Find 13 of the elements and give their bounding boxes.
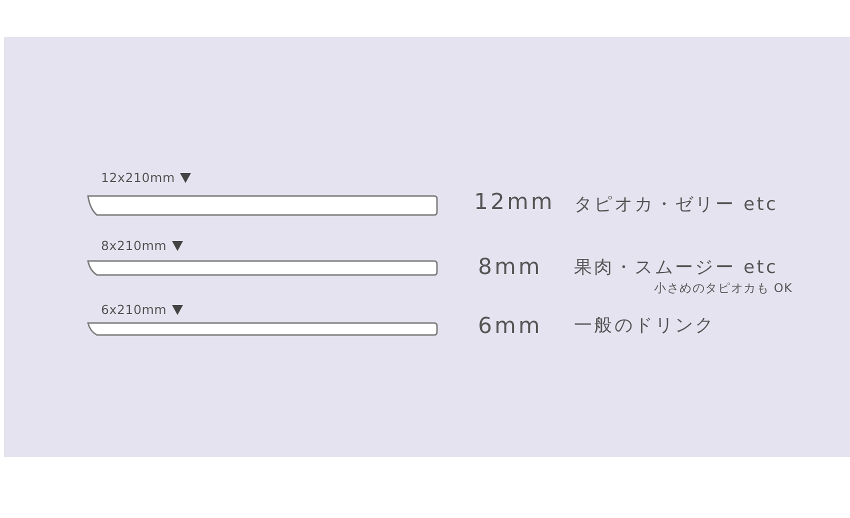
usage-text: 一般のドリンク <box>574 315 716 337</box>
diameter-label: 12mm <box>474 190 555 216</box>
usage-text: 果肉・スムージー etc <box>574 257 778 279</box>
straw <box>87 260 438 276</box>
usage-note: 小さめのタピオカも OK <box>654 281 793 296</box>
diameter-label: 8mm <box>478 255 542 282</box>
usage-text: タピオカ・ゼリー etc <box>574 194 778 216</box>
diameter-label: 6mm <box>478 314 542 340</box>
straw <box>87 322 438 336</box>
straw <box>87 195 438 216</box>
dimension-label: 6x210mm <box>101 302 167 317</box>
dimension-label: 12x210mm <box>101 170 175 185</box>
dimension-label: 8x210mm <box>101 238 167 253</box>
